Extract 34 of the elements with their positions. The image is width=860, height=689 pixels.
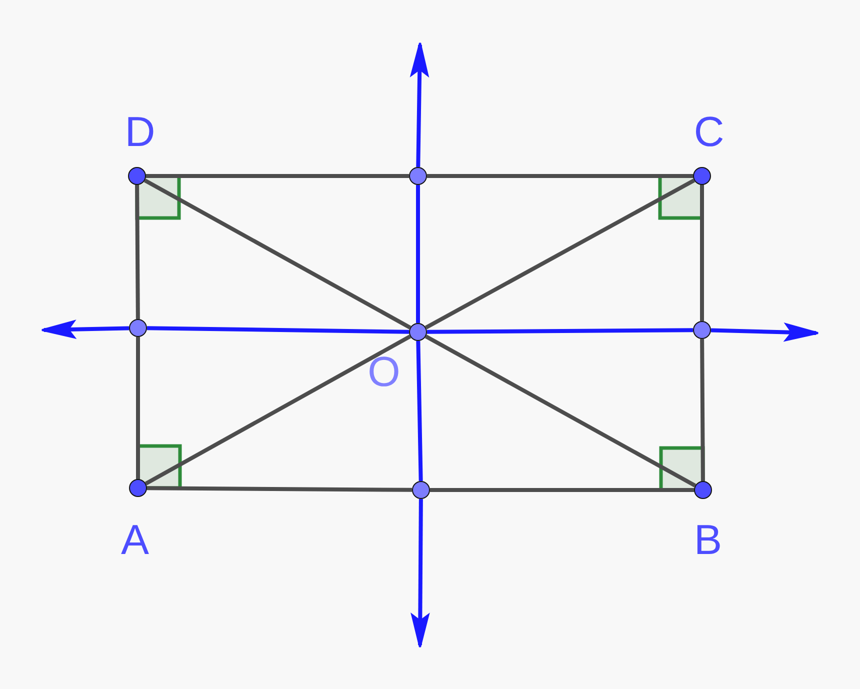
symmetry-axis-line — [426, 328, 694, 334]
point-dot — [693, 321, 711, 339]
line-segment — [144, 334, 412, 486]
point-dot — [409, 167, 427, 185]
line-segment — [135, 184, 140, 320]
line-segment — [146, 486, 412, 492]
point-label: A — [121, 519, 149, 561]
symmetry-axis-line — [411, 498, 430, 648]
point-label: B — [694, 519, 722, 561]
point-dot — [412, 481, 430, 499]
line-segment — [700, 338, 705, 482]
line-segment — [136, 337, 140, 479]
line-segment — [424, 178, 696, 330]
point-dot — [693, 167, 711, 185]
symmetry-axis-line — [710, 323, 819, 342]
symmetry-axis-line — [416, 185, 420, 323]
line-segment — [430, 488, 694, 492]
symmetry-axis-line — [410, 42, 429, 168]
line-segment — [700, 185, 704, 321]
point-dot — [129, 479, 147, 497]
point-label: C — [694, 111, 724, 153]
line-segment — [424, 334, 696, 488]
line-segment — [146, 174, 409, 178]
symmetry-axis-line — [146, 326, 410, 334]
point-label: O — [368, 351, 400, 393]
symmetry-axis-line — [416, 340, 423, 482]
point-dot — [694, 481, 712, 499]
point-dot — [128, 167, 146, 185]
point-dot — [409, 323, 427, 341]
line-segment — [427, 174, 693, 178]
point-label: D — [124, 111, 156, 153]
symmetry-axis-line — [41, 320, 130, 338]
line-segment — [144, 178, 412, 330]
point-dot — [129, 319, 147, 337]
